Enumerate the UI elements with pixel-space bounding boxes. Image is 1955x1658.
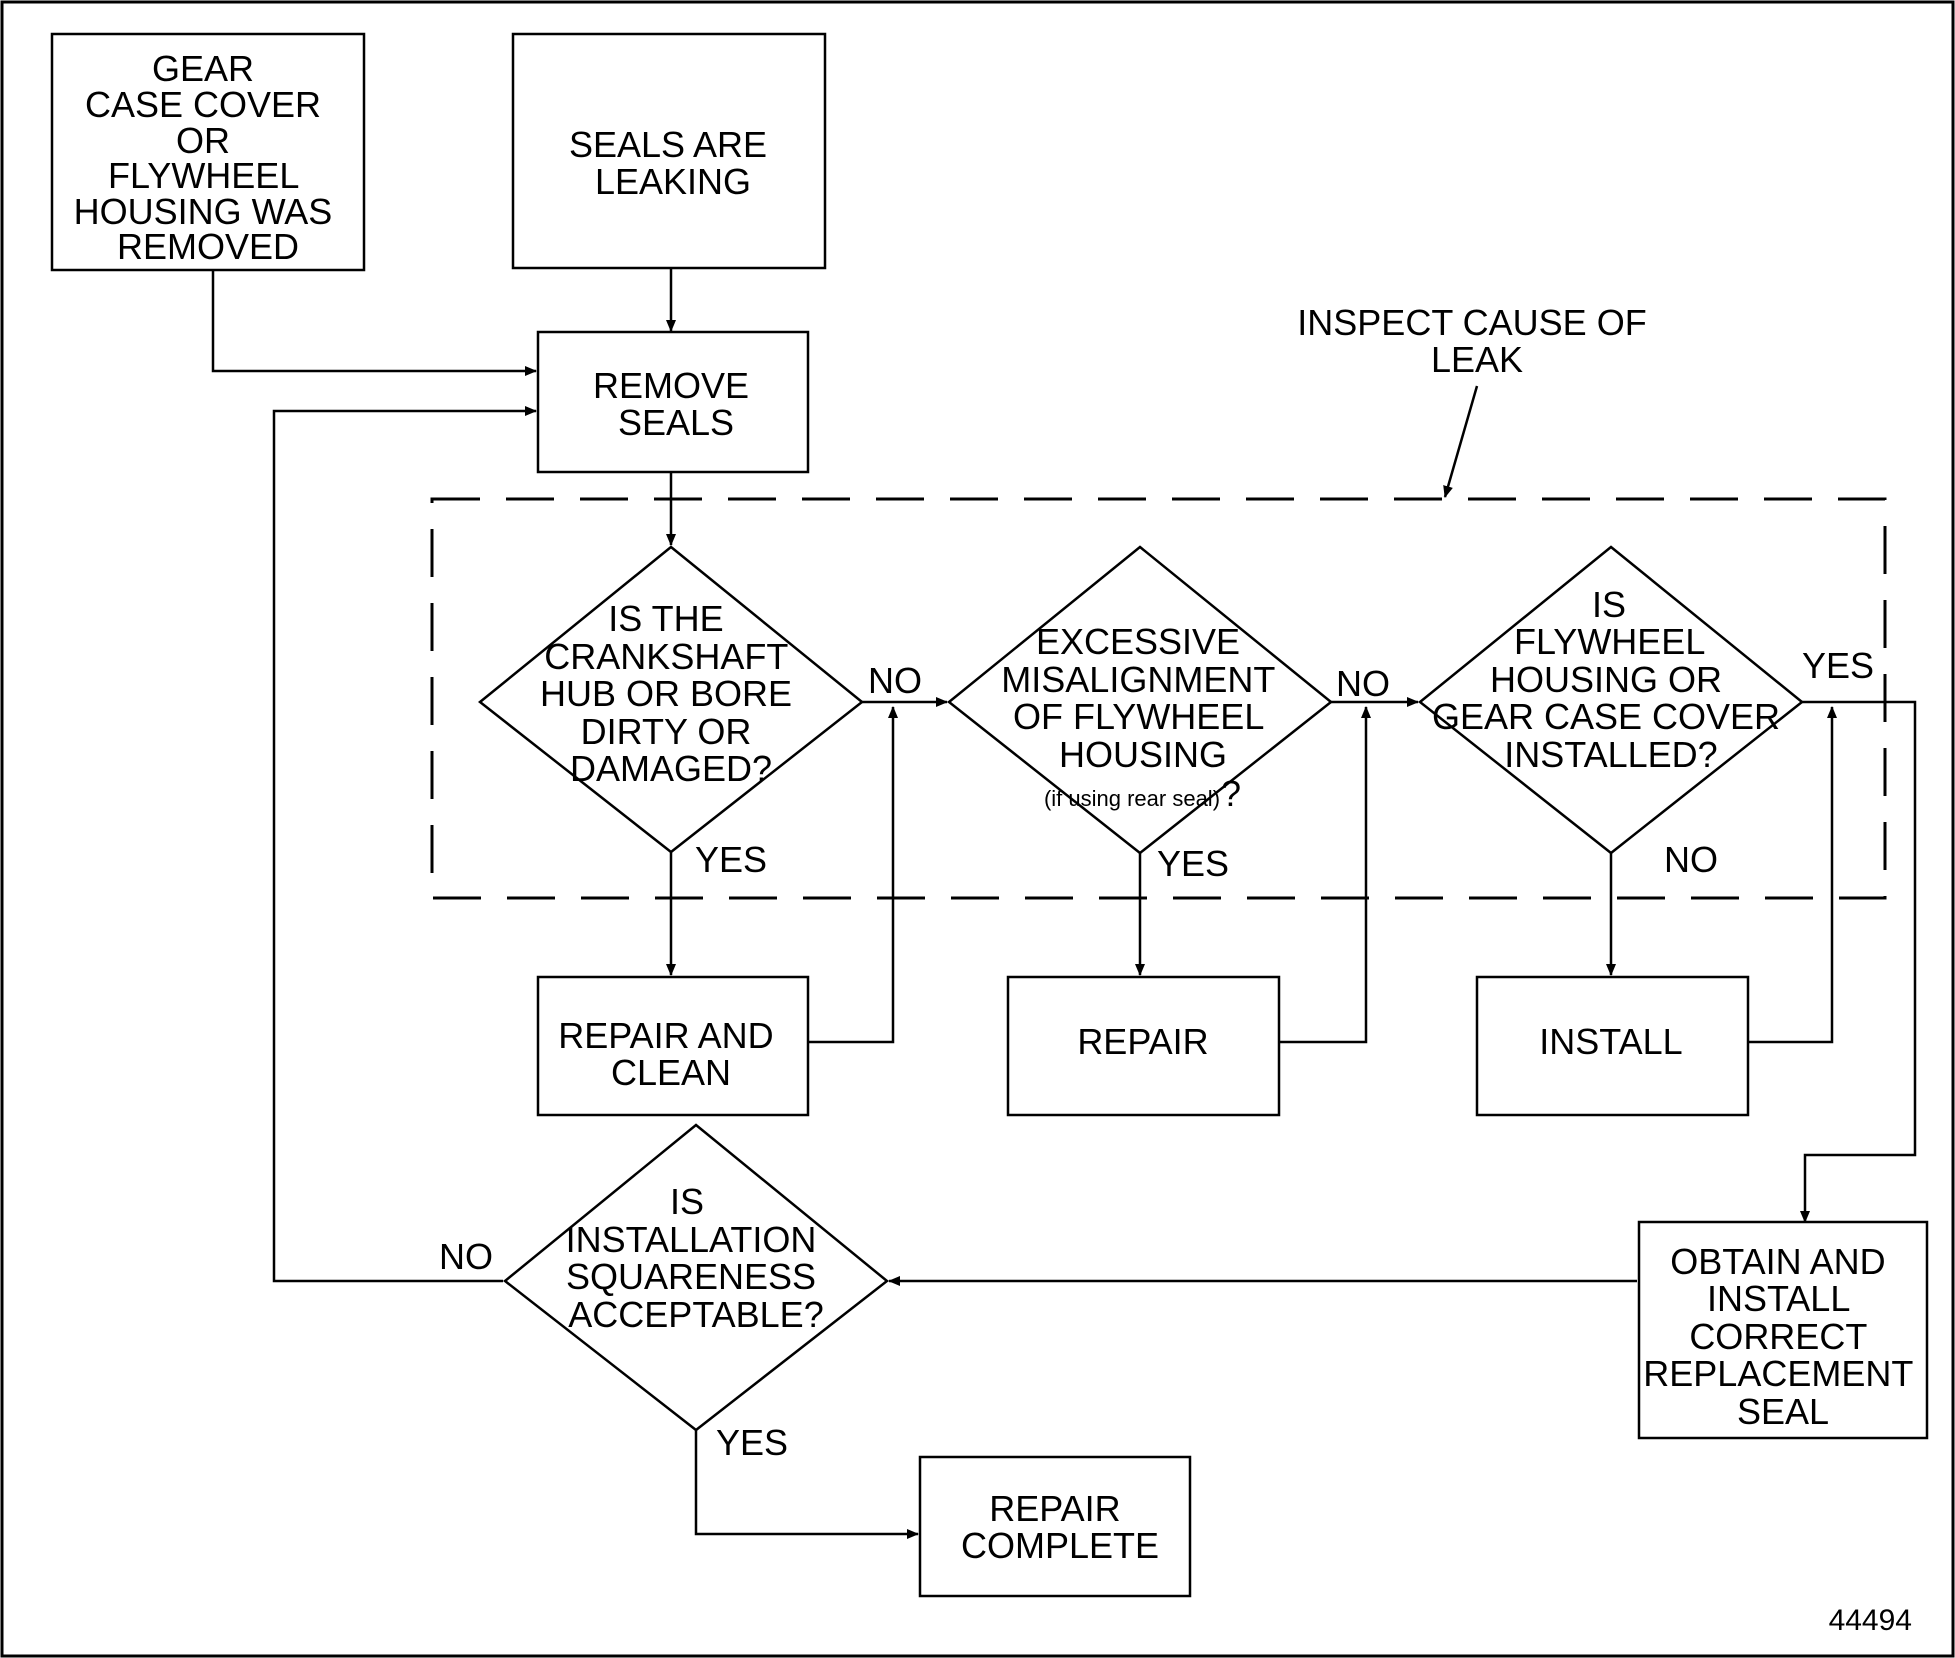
decision-installation-squareness: IS INSTALLATION SQUARENESS ACCEPTABLE? [502,1123,890,1432]
node-text-line: REPAIR [989,1488,1120,1529]
node-text-line: FLYWHEEL [1514,621,1704,662]
connector-flywheel-yes [1800,700,1917,1223]
node-text-line: HOUSING WAS [74,191,333,232]
connector-install-return [1748,706,1837,1044]
node-text-line: INSTALLATION [566,1219,817,1260]
edge-label-misalignment-no: NO [1336,663,1390,704]
connector-repair-clean-return [808,706,898,1044]
annotation-line: LEAK [1431,339,1523,380]
edge-label-flywheel-yes: YES [1802,645,1874,686]
node-text-line: GEAR CASE COVER [1432,696,1780,737]
node-text-line: REPLACEMENT [1643,1353,1913,1394]
inspect-region-boundary [430,497,1887,900]
node-text-line: CASE COVER [85,84,321,125]
node-text-line: IS [1592,584,1626,625]
node-seals-are-leaking: SEALS ARE LEAKING [511,32,827,270]
decision-crankshaft-dirty-or-damaged: IS THE CRANKSHAFT HUB OR BORE DIRTY OR D… [477,545,865,854]
node-text-line: CLEAN [611,1052,731,1093]
connector-squareness-no [272,406,537,1283]
svg-text:SEALS ARE LEAKING: SEALS ARE LEAKING [569,124,777,202]
node-repair-and-clean: REPAIR AND CLEAN [536,975,810,1117]
svg-text:IS THE CRANKSHAFT: IS THE CRANKSHAFT HUB OR BORE DIRTY OR D… [540,598,802,789]
node-text-line: IS THE [608,598,723,639]
node-text-line: CORRECT [1689,1316,1867,1357]
node-gear-case-cover-removed: GEAR CASE COVER OR FLYWHEEL HOUSING WAS … [50,32,366,272]
annotation-line: INSPECT CAUSE OF [1297,302,1646,343]
node-text-line: OBTAIN AND [1670,1241,1885,1282]
edge-label-squareness-yes: YES [716,1422,788,1463]
node-text-line: SEAL [1737,1391,1829,1432]
edge-label-crankshaft-no: NO [868,660,922,701]
svg-text:REPAIR COMPLETE: REPAIR COMPLETE [961,1488,1159,1566]
node-text-line: REMOVED [117,226,299,267]
svg-text:IS INSTALLATION SQ: IS INSTALLATION SQUARENESS ACCEPTABLE? [566,1181,827,1335]
node-repair-complete: REPAIR COMPLETE [918,1455,1192,1598]
node-text-line: HOUSING OR [1490,659,1722,700]
node-text-line: FLYWHEEL [108,155,298,196]
svg-text:REMOVE SEALS: REMOVE SEALS [593,365,759,443]
annotation-pointer [1443,385,1479,498]
node-text-line: CRANKSHAFT [544,636,788,677]
connector-repair-return [1279,706,1371,1044]
node-text-line: INSTALLED? [1504,734,1717,775]
svg-text:IS FLYWHEEL HOUSIN: IS FLYWHEEL HOUSING OR GEAR CASE COVER I… [1432,584,1790,775]
node-text-line: HOUSING [1059,734,1227,775]
node-text-line: REMOVE [593,365,749,406]
edge-label-misalignment-yes: YES [1157,843,1229,884]
node-text-line: DIRTY OR [581,711,752,752]
node-text-line: INSTALL [1539,1021,1682,1062]
decision-flywheel-housing-installed: IS FLYWHEEL HOUSING OR GEAR CASE COVER I… [1418,545,1804,855]
decision-excessive-misalignment: EXCESSIVE MISALIGNMENT OF FLYWHEEL HOUSI… [947,545,1333,855]
svg-text:GEAR CASE COVER OR: GEAR CASE COVER OR FLYWHEEL HOUSING WAS … [74,48,343,267]
node-text-line: HUB OR BORE [540,673,792,714]
node-text-line: COMPLETE [961,1525,1159,1566]
svg-text:REPAIR AND CLEAN: REPAIR AND CLEAN [558,1015,783,1093]
node-text-line: ACCEPTABLE? [568,1294,823,1335]
svg-text:INSTALL: INSTALL [1539,1021,1682,1062]
node-repair: REPAIR [1006,975,1281,1117]
svg-text:EXCESSIVE MISALIGNMENT: EXCESSIVE MISALIGNMENT OF FLYWHEEL HOUSI… [1001,621,1284,775]
connector-gear-case-to-remove-seals [211,270,537,376]
svg-text:REPAIR: REPAIR [1077,1021,1208,1062]
node-text-line: REPAIR AND [558,1015,773,1056]
node-text-line: SEALS ARE [569,124,767,165]
edge-label-crankshaft-yes: YES [695,839,767,880]
misalignment-note: (if using rear seal) [1044,786,1220,811]
connector-squareness-yes [694,1430,919,1539]
node-text-line: GEAR [152,48,254,89]
node-text-line: INSTALL [1707,1278,1849,1319]
node-text-line: LEAKING [595,161,751,202]
node-text-line: SEALS [618,402,734,443]
figure-number: 44494 [1829,1604,1912,1637]
node-text-line: REPAIR [1077,1021,1208,1062]
inspect-cause-annotation: INSPECT CAUSE OF LEAK [1297,302,1656,380]
misalignment-question-mark: ? [1221,773,1241,814]
edge-label-squareness-no: NO [439,1236,493,1277]
node-install: INSTALL [1475,975,1750,1117]
node-text-line: IS [670,1181,704,1222]
node-text-line: SQUARENESS [566,1256,816,1297]
node-text-line: MISALIGNMENT [1001,659,1275,700]
svg-text:OBTAIN AND INSTALL: OBTAIN AND INSTALL CORRECT REPLACEMENT S… [1643,1241,1922,1432]
connectors [211,268,1917,1539]
node-obtain-and-install-seal: OBTAIN AND INSTALL CORRECT REPLACEMENT S… [1637,1220,1929,1440]
node-text-line: EXCESSIVE [1036,621,1240,662]
node-remove-seals: REMOVE SEALS [536,330,810,474]
edge-label-flywheel-no: NO [1664,839,1718,880]
node-text-line: DAMAGED? [570,748,772,789]
node-text-line: OF FLYWHEEL [1013,696,1263,737]
node-text-line: OR [176,120,230,161]
